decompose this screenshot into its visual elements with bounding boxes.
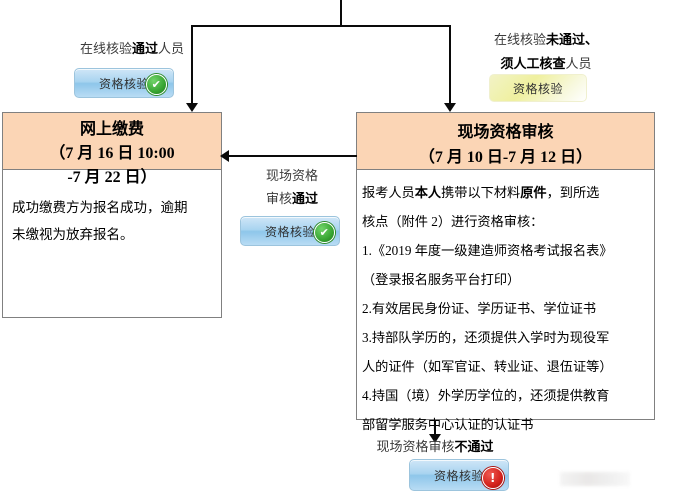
box-onsite-review-body-line: 4.持国（境）外学历学位的，还须提供教育 xyxy=(362,381,650,410)
arrowhead-into-onsite-review xyxy=(444,103,456,112)
verify-button-online-passed-label: 资格核验 xyxy=(98,76,149,91)
box-onsite-review-body-line: 人的证件（如军官证、转业证、退伍证等） xyxy=(362,352,650,381)
body-text: 人的证件（如军官证、转业证、退伍证等） xyxy=(362,359,613,374)
label-onsite-pass-bold: 通过 xyxy=(292,191,319,206)
verify-button-manual-check-label: 资格核验 xyxy=(512,81,563,96)
label-online-fail-row2: 须人工核查人员 xyxy=(446,52,646,76)
label-onsite-pass-normal: 审核 xyxy=(265,191,292,206)
box-online-payment-date-2: -7 月 22 日） xyxy=(67,169,157,186)
body-text: 2.有效居民身份证、学历证书、学位证书 xyxy=(362,301,597,316)
connector-top-stem xyxy=(340,0,342,26)
body-text: 部留学服务中心认证的认证书 xyxy=(362,417,534,432)
box-online-payment-date-1: （7 月 16 日 10:00 xyxy=(49,145,175,162)
box-onsite-review-body-line: 3.持部队学历的，还须提供入学时为现役军 xyxy=(362,323,650,352)
verify-button-onsite-failed-label: 资格核验 xyxy=(433,468,484,483)
box-online-payment-header: 网上缴费 （7 月 16 日 10:00 -7 月 22 日） xyxy=(3,113,221,186)
label-online-verify-passed: 在线核验通过人员 xyxy=(52,38,212,59)
check-circle-icon: ✔ xyxy=(146,74,167,95)
label-onsite-fail-bold: 不通过 xyxy=(454,439,494,454)
verify-button-onsite-passed-label: 资格核验 xyxy=(264,224,315,239)
label-online-pass-normal: 在线核验 xyxy=(79,41,132,56)
box-onsite-review-body-line: 2.有效居民身份证、学历证书、学位证书 xyxy=(362,294,650,323)
box-onsite-review-body-line: 报考人员本人携带以下材料原件，到所选 xyxy=(362,178,650,207)
box-onsite-review-title: 现场资格审核 xyxy=(457,124,554,141)
label-onsite-review-passed: 现场资格 审核通过 xyxy=(232,164,352,210)
box-onsite-review-body-line: （登录报名服务平台打印） xyxy=(362,265,650,294)
box-online-payment-body-line: 未缴视为放弃报名。 xyxy=(12,227,134,242)
label-onsite-fail-normal: 现场资格审核 xyxy=(376,439,455,454)
box-online-payment-body-line: 成功缴费方为报名成功，逾期 xyxy=(12,200,188,215)
box-onsite-review-body-line: 1.《2019 年度一级建造师资格考试报名表》 xyxy=(362,236,650,265)
verify-button-onsite-passed[interactable]: 资格核验 ✔ xyxy=(240,216,340,246)
label-online-pass-tail: 人员 xyxy=(158,41,185,56)
box-onsite-review-header: 现场资格审核 （7 月 10 日-7 月 12 日） xyxy=(357,113,654,170)
box-onsite-review: 现场资格审核 （7 月 10 日-7 月 12 日） 报考人员本人携带以下材料原… xyxy=(356,112,655,432)
box-online-payment-title: 网上缴费 xyxy=(79,121,144,138)
label-onsite-review-failed: 现场资格审核不通过 xyxy=(355,436,515,457)
body-text: 报考人员 xyxy=(362,185,415,200)
box-onsite-review-body-line: 部留学服务中心认证的认证书 xyxy=(362,410,650,439)
body-text: （登录报名服务平台打印） xyxy=(362,272,521,287)
label-manual-check-bold: 须人工核查 xyxy=(500,56,566,71)
label-onsite-pass-row2: 审核通过 xyxy=(232,187,352,210)
body-text: 1.《2019 年度一级建造师资格考试报名表》 xyxy=(362,243,613,258)
box-onsite-review-body-line: 核点（附件 2）进行资格审核： xyxy=(362,207,650,236)
connector-left-drop xyxy=(191,25,193,105)
arrowhead-into-online-payment-side xyxy=(220,150,229,162)
emphasis-text: 原件 xyxy=(520,185,547,200)
connector-right-drop xyxy=(449,25,451,105)
box-onsite-review-requirements: 报考人员本人携带以下材料原件，到所选核点（附件 2）进行资格审核：1.《2019… xyxy=(362,178,650,439)
verify-button-onsite-failed[interactable]: 资格核验 ! xyxy=(409,459,509,491)
body-text: 3.持部队学历的，还须提供入学时为现役军 xyxy=(362,330,610,345)
verify-button-online-passed[interactable]: 资格核验 ✔ xyxy=(74,68,174,98)
body-text: 4.持国（境）外学历学位的，还须提供教育 xyxy=(362,388,610,403)
verify-button-manual-check[interactable]: 资格核验 xyxy=(489,74,587,102)
label-onsite-pass-row1: 现场资格 xyxy=(265,168,318,183)
box-online-payment-body: 成功缴费方为报名成功，逾期 未缴视为放弃报名。 xyxy=(3,170,221,248)
redacted-smudge xyxy=(560,472,630,486)
body-text: ，到所选 xyxy=(546,185,600,200)
label-online-verify-failed: 在线核验未通过、 须人工核查人员 xyxy=(446,28,646,76)
body-text: 携带以下材料 xyxy=(441,185,521,200)
body-text: 核点（附件 2）进行资格审核： xyxy=(362,214,544,229)
label-online-pass-bold: 通过 xyxy=(131,41,158,56)
label-manual-check-tail: 人员 xyxy=(565,56,592,71)
arrowhead-onsite-fail xyxy=(429,434,441,443)
connector-top-split xyxy=(191,25,451,27)
arrowhead-into-online-payment xyxy=(186,103,198,112)
box-online-payment: 网上缴费 （7 月 16 日 10:00 -7 月 22 日） 成功缴费方为报名… xyxy=(2,112,222,318)
box-onsite-review-body: 报考人员本人携带以下材料原件，到所选核点（附件 2）进行资格审核：1.《2019… xyxy=(357,170,654,439)
error-circle-icon: ! xyxy=(482,467,504,489)
check-circle-icon: ✔ xyxy=(314,222,335,243)
connector-onsite-fail-drop xyxy=(434,420,436,437)
label-online-fail-normal: 在线核验 xyxy=(493,32,546,47)
label-online-fail-bold: 未通过、 xyxy=(546,32,599,47)
connector-onsite-to-payment xyxy=(228,155,357,157)
label-online-fail-row1: 在线核验未通过、 xyxy=(446,28,646,52)
box-onsite-review-date: （7 月 10 日-7 月 12 日） xyxy=(418,149,593,166)
emphasis-text: 本人 xyxy=(414,185,442,200)
